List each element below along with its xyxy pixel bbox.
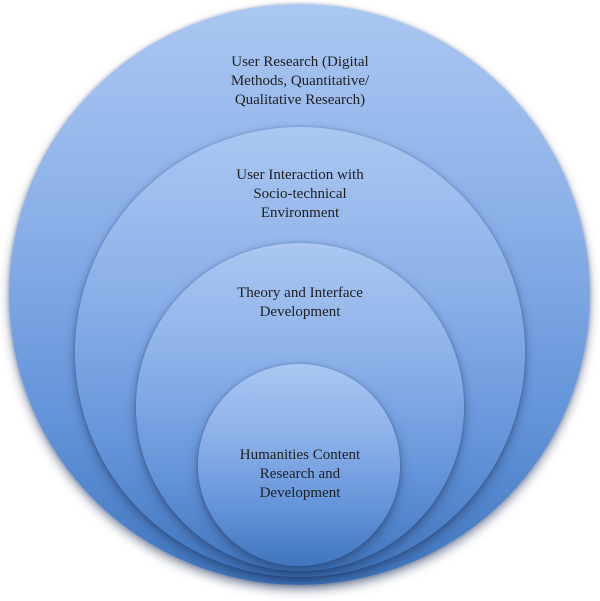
label-line: Environment <box>260 205 340 221</box>
ring-circle-humanities-content <box>198 364 400 566</box>
label-line: Humanities Content <box>239 447 361 463</box>
label-line: Qualitative Research) <box>234 92 366 108</box>
label-line: User Interaction with <box>236 167 364 183</box>
label-line: User Research (Digital <box>231 54 369 70</box>
label-line: Theory and Interface <box>237 285 363 301</box>
ring-label-humanities-content: Humanities Content Research and Developm… <box>160 446 440 503</box>
label-line: Socio-technical <box>253 186 347 202</box>
label-line: Development <box>259 304 341 320</box>
ring-label-theory-interface: Theory and Interface Development <box>160 284 440 322</box>
label-line: Methods, Quantitative/ <box>230 73 370 89</box>
ring-label-user-interaction: User Interaction with Socio-technical En… <box>160 166 440 223</box>
label-line: Development <box>259 485 341 501</box>
label-line: Research and <box>259 466 341 482</box>
ring-label-user-research: User Research (Digital Methods, Quantita… <box>160 53 440 110</box>
